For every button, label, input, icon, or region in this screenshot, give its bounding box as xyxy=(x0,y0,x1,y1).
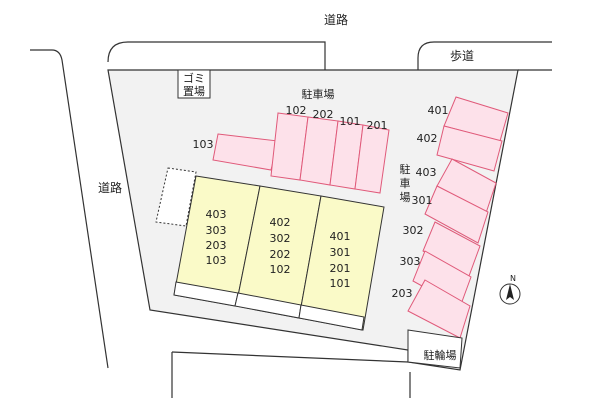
parking-top-slot-101: 101 xyxy=(340,115,361,128)
left-road-edge xyxy=(30,49,109,369)
building-c-room-401: 401 xyxy=(330,230,351,243)
building-c-room-301: 301 xyxy=(330,246,351,259)
building-c xyxy=(298,195,385,331)
parking-top-slot-202: 202 xyxy=(313,108,334,121)
bike-parking-label: 駐輪場 xyxy=(424,348,457,362)
building-c-room-201: 201 xyxy=(330,262,351,275)
parking-right-slot-203: 203 xyxy=(392,287,413,300)
parking-top-slot-201: 201 xyxy=(367,119,388,132)
building-a-room-103: 103 xyxy=(206,254,227,267)
building-a-room-303: 303 xyxy=(206,224,227,237)
top-road-edge-right xyxy=(417,41,552,70)
left-road-label: 道路 xyxy=(98,180,122,195)
bike-parking-area xyxy=(407,329,463,369)
north-compass-icon xyxy=(499,283,521,305)
parking-right-slot-302: 302 xyxy=(403,224,424,237)
parking-right-slot-402: 402 xyxy=(417,132,438,145)
parking-top xyxy=(212,112,390,194)
building-a-room-203: 203 xyxy=(206,239,227,252)
parking-right-slot-403: 403 xyxy=(416,166,437,179)
dotted-area xyxy=(155,167,197,227)
balcony-c xyxy=(298,304,365,331)
building-b-room-302: 302 xyxy=(270,232,291,245)
parking-right-slot-303: 303 xyxy=(400,255,421,268)
top-road-label: 道路 xyxy=(324,12,348,27)
building-b-room-402: 402 xyxy=(270,216,291,229)
top-road-edge xyxy=(107,41,326,70)
parking-right xyxy=(407,96,509,339)
bottom-road-line xyxy=(171,351,409,363)
parking-right-label-3: 場 xyxy=(400,191,411,204)
north-label: N xyxy=(510,274,516,283)
parking-right-slot-301: 301 xyxy=(412,194,433,207)
parking-right-label-1: 駐 xyxy=(400,162,411,176)
building-b-room-102: 102 xyxy=(270,263,291,276)
parking-slot-301 xyxy=(424,185,489,244)
sidewalk-label: 歩道 xyxy=(450,48,474,63)
parking-right-slot-401: 401 xyxy=(428,104,449,117)
garbage-label-2: 置場 xyxy=(183,85,205,98)
garbage-label-1: ゴミ xyxy=(183,71,205,85)
parking-slot-103 xyxy=(212,133,279,171)
garbage-area xyxy=(177,69,211,99)
parking-right-label-2: 車 xyxy=(400,176,411,190)
parking-slot-402 xyxy=(436,125,503,172)
parking-slot-201 xyxy=(354,124,390,194)
parking-top-slot-103: 103 xyxy=(193,138,214,151)
parking-top-label: 駐車場 xyxy=(302,87,335,101)
balconies xyxy=(173,281,365,331)
parking-top-slot-102: 102 xyxy=(286,104,307,117)
building-c-room-101: 101 xyxy=(330,277,351,290)
building-b-room-202: 202 xyxy=(270,248,291,261)
buildings xyxy=(173,175,385,331)
building-a-room-403: 403 xyxy=(206,208,227,221)
